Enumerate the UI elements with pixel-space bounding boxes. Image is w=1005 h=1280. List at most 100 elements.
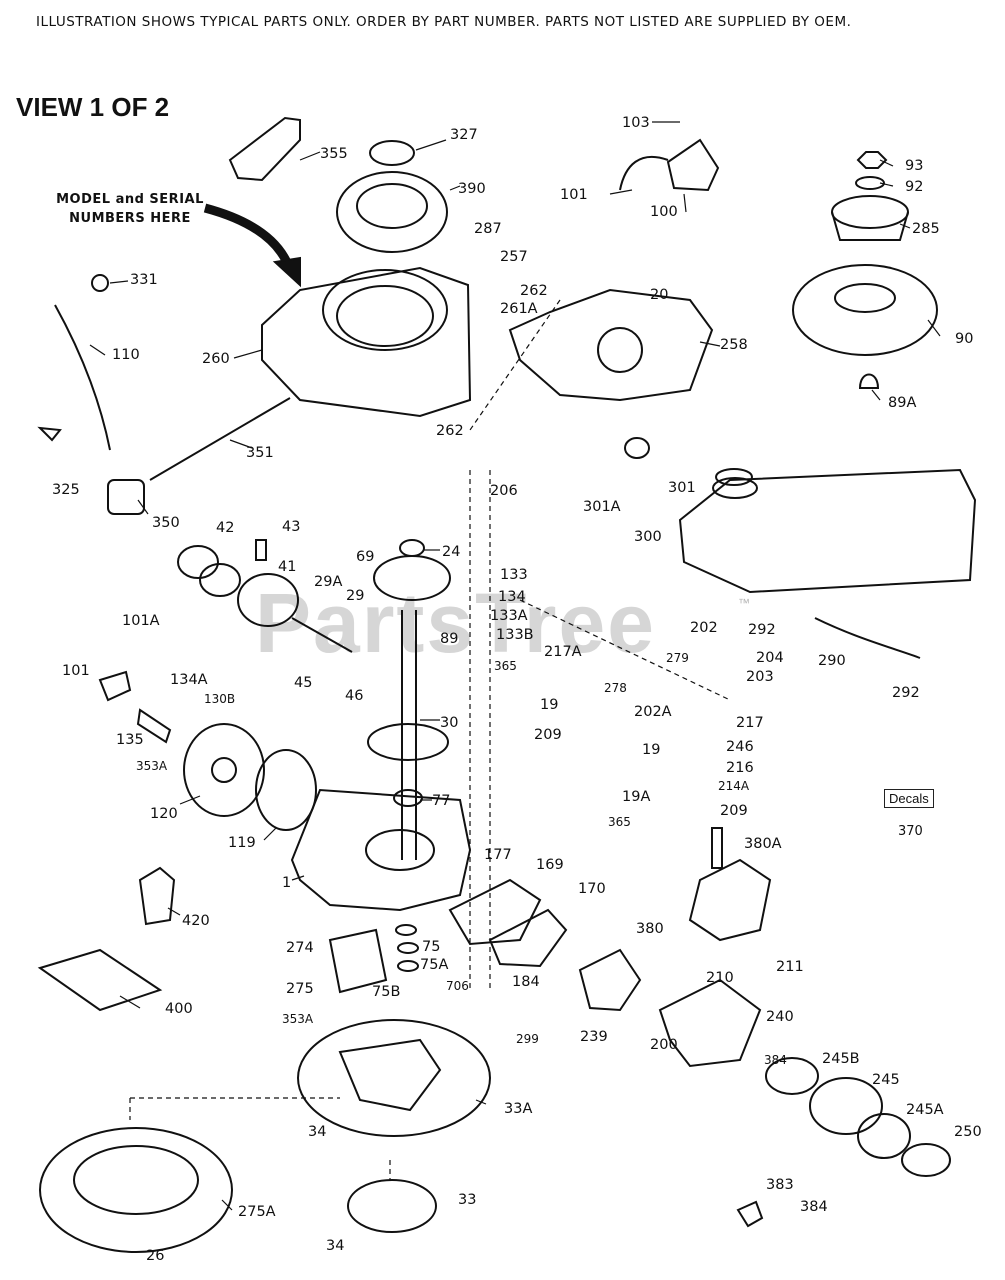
part-label-350: 350 (152, 515, 180, 531)
part-label-110: 110 (112, 347, 140, 363)
part-label-101A: 101A (122, 613, 160, 629)
view-title: VIEW 1 OF 2 (16, 92, 170, 122)
part-label-75B: 75B (372, 984, 401, 1000)
part-label-217A: 217A (544, 644, 582, 660)
part-label-365-lower: 365 (608, 815, 631, 829)
part-label-1: 1 (282, 875, 292, 891)
part-label-30: 30 (440, 715, 459, 731)
decals-label: Decals (884, 789, 934, 808)
part-label-420: 420 (182, 913, 210, 929)
part-label-262-upper: 262 (520, 283, 548, 299)
part-label-204: 204 (756, 650, 784, 666)
part-label-400: 400 (165, 1001, 193, 1017)
part-label-210: 210 (706, 970, 734, 986)
part-label-240: 240 (766, 1009, 794, 1025)
part-label-42: 42 (216, 520, 235, 536)
trademark-symbol: ™ (738, 596, 750, 610)
part-label-203: 203 (746, 669, 774, 685)
part-label-170: 170 (578, 881, 606, 897)
part-label-101-top: 101 (560, 187, 588, 203)
part-label-292-right: 292 (892, 685, 920, 701)
part-label-133A: 133A (490, 608, 528, 624)
part-label-278: 278 (604, 681, 627, 695)
part-label-353A-upper: 353A (136, 759, 168, 773)
header-note: ILLUSTRATION SHOWS TYPICAL PARTS ONLY. O… (36, 14, 852, 30)
part-label-301A: 301A (583, 499, 621, 515)
part-label-383: 383 (766, 1177, 794, 1193)
part-label-69: 69 (356, 549, 375, 565)
part-label-261A: 261A (500, 301, 538, 317)
part-label-299: 299 (516, 1032, 539, 1046)
part-label-216: 216 (726, 760, 754, 776)
part-label-100: 100 (650, 204, 678, 220)
part-label-325: 325 (52, 482, 80, 498)
part-label-75A: 75A (420, 957, 449, 973)
part-label-390: 390 (458, 181, 486, 197)
part-label-209-upper: 209 (534, 727, 562, 743)
part-label-245: 245 (872, 1072, 900, 1088)
part-label-275A: 275A (238, 1204, 276, 1220)
part-label-89A: 89A (888, 395, 917, 411)
part-label-206: 206 (490, 483, 518, 499)
part-label-260: 260 (202, 351, 230, 367)
part-label-384-upper: 384 (764, 1053, 787, 1067)
part-label-262-lower: 262 (436, 423, 464, 439)
part-label-41: 41 (278, 559, 297, 575)
part-label-285: 285 (912, 221, 940, 237)
part-label-46: 46 (345, 688, 364, 704)
part-label-93: 93 (905, 158, 924, 174)
part-label-202: 202 (690, 620, 718, 636)
decals-number: 370 (898, 824, 923, 839)
part-label-130B: 130B (204, 692, 236, 706)
part-label-351: 351 (246, 445, 274, 461)
part-label-246: 246 (726, 739, 754, 755)
part-label-290: 290 (818, 653, 846, 669)
part-label-239: 239 (580, 1029, 608, 1045)
part-label-355: 355 (320, 146, 348, 162)
part-label-250: 250 (954, 1124, 982, 1140)
part-label-353A-lower: 353A (282, 1012, 314, 1026)
part-label-258: 258 (720, 337, 748, 353)
part-label-274: 274 (286, 940, 314, 956)
part-label-133: 133 (500, 567, 528, 583)
part-label-217: 217 (736, 715, 764, 731)
part-label-287: 287 (474, 221, 502, 237)
part-label-184: 184 (512, 974, 540, 990)
part-label-214A: 214A (718, 779, 750, 793)
part-label-77: 77 (432, 793, 451, 809)
part-label-103: 103 (622, 115, 650, 131)
part-label-245A: 245A (906, 1102, 944, 1118)
part-label-34-lower: 34 (326, 1238, 345, 1254)
part-label-211: 211 (776, 959, 804, 975)
part-label-119: 119 (228, 835, 256, 851)
part-label-365-upper: 365 (494, 659, 517, 673)
part-label-200: 200 (650, 1037, 678, 1053)
part-label-134A: 134A (170, 672, 208, 688)
part-label-292-left: 292 (748, 622, 776, 638)
part-label-279: 279 (666, 651, 689, 665)
part-label-384-lower: 384 (800, 1199, 828, 1215)
part-label-33A: 33A (504, 1101, 533, 1117)
part-label-34-upper: 34 (308, 1124, 327, 1140)
part-label-26: 26 (146, 1248, 165, 1264)
part-label-202A: 202A (634, 704, 672, 720)
part-label-275: 275 (286, 981, 314, 997)
part-label-177: 177 (484, 847, 512, 863)
part-label-134: 134 (498, 589, 526, 605)
part-label-301: 301 (668, 480, 696, 496)
part-label-300: 300 (634, 529, 662, 545)
part-label-245B: 245B (822, 1051, 860, 1067)
part-label-75: 75 (422, 939, 441, 955)
part-label-29A: 29A (314, 574, 343, 590)
part-label-90: 90 (955, 331, 974, 347)
part-label-24: 24 (442, 544, 461, 560)
part-label-135: 135 (116, 732, 144, 748)
part-label-331: 331 (130, 272, 158, 288)
part-label-169: 169 (536, 857, 564, 873)
part-label-327: 327 (450, 127, 478, 143)
part-label-89: 89 (440, 631, 459, 647)
part-label-380: 380 (636, 921, 664, 937)
part-label-133B: 133B (496, 627, 534, 643)
